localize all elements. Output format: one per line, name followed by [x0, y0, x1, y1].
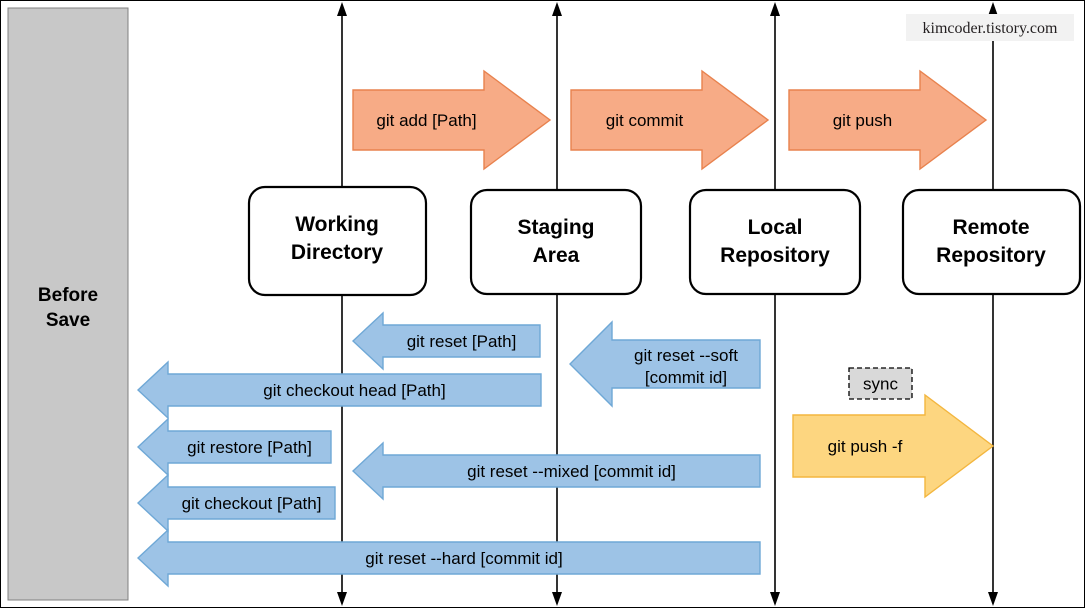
sync-box-label: sync: [863, 375, 898, 394]
reverse-arrow-git-reset-mixed: [351, 441, 761, 501]
reverse-arrow-git-reset-soft: [569, 320, 761, 408]
reverse-arrow-label-git-checkout-head-path: git checkout head [Path]: [263, 381, 445, 400]
before-save-label-line1: Before: [38, 285, 98, 306]
reverse-arrows-layer: git reset [Path] git reset --soft [commit …: [136, 311, 761, 588]
node-label-staging-area-line1: Staging: [518, 216, 595, 239]
watermark-text: kimcoder.tistory.com: [923, 20, 1058, 37]
node-label-remote-repository-line2: Repository: [936, 244, 1046, 267]
watermark-background: [906, 14, 1074, 41]
force-push-layer: git push -f sync: [792, 367, 995, 499]
forward-arrow-git-commit: [570, 69, 770, 171]
node-label-staging-area-line2: Area: [533, 244, 580, 267]
node-box-working-directory: [247, 185, 428, 297]
node-box-local-repository: [688, 188, 862, 296]
lifeline-remote-repository-head-bottom: [988, 592, 998, 606]
node-box-remote-repository: [901, 188, 1082, 296]
lifelines-layer: [337, 2, 998, 606]
reverse-arrow-label-git-reset-mixed: git reset --mixed [commit id]: [467, 462, 676, 481]
reverse-arrow-label-git-restore-path: git restore [Path]: [187, 438, 312, 457]
lifeline-working-directory-head-bottom: [337, 592, 347, 606]
lifeline-staging-area-head-top: [552, 2, 562, 16]
lifeline-staging-area-head-bottom: [552, 592, 562, 606]
reverse-arrow-git-reset-path: [351, 311, 541, 371]
forward-arrow-label-git-push: git push: [833, 111, 893, 130]
before-save-panel: [7, 7, 129, 601]
reverse-arrow-git-reset-hard: [136, 528, 761, 588]
forward-arrows-layer: git add [Path] git commit git push: [352, 69, 988, 171]
reverse-arrow-git-checkout-path: [136, 473, 336, 533]
forward-arrow-git-add: [352, 69, 552, 171]
reverse-arrow-label-git-reset-soft-line1: git reset --soft: [634, 346, 738, 365]
force-arrow-git-push-force: [792, 393, 995, 499]
sync-box: [848, 367, 913, 400]
forward-arrow-label-git-commit: git commit: [606, 111, 684, 130]
reverse-arrow-label-git-reset-soft-line2: [commit id]: [645, 368, 727, 387]
node-label-local-repository-line1: Local: [748, 216, 803, 239]
node-label-working-directory-line1: Working: [295, 213, 379, 236]
lifeline-local-repository-head-top: [770, 2, 780, 16]
node-label-working-directory-line2: Directory: [291, 241, 384, 264]
forward-arrow-label-git-add: git add [Path]: [376, 111, 476, 130]
node-label-remote-repository-line1: Remote: [952, 216, 1029, 239]
before-save-label-line2: Save: [46, 310, 90, 331]
watermark-layer: kimcoder.tistory.com: [906, 14, 1074, 41]
reverse-arrow-label-git-reset-path: git reset [Path]: [407, 332, 517, 351]
force-arrow-label: git push -f: [828, 437, 903, 456]
forward-arrow-git-push: [788, 69, 988, 171]
lifeline-remote-repository-head-top: [988, 2, 998, 16]
lifeline-working-directory-head-top: [337, 2, 347, 16]
node-label-local-repository-line2: Repository: [720, 244, 830, 267]
reverse-arrow-git-checkout-head-path: [136, 360, 542, 420]
reverse-arrow-label-git-reset-hard: git reset --hard [commit id]: [365, 549, 562, 568]
lifeline-local-repository-head-bottom: [770, 592, 780, 606]
reverse-arrow-label-git-checkout-path: git checkout [Path]: [182, 494, 322, 513]
node-box-staging-area: [469, 188, 643, 296]
reverse-arrow-git-restore-path: [136, 417, 332, 477]
